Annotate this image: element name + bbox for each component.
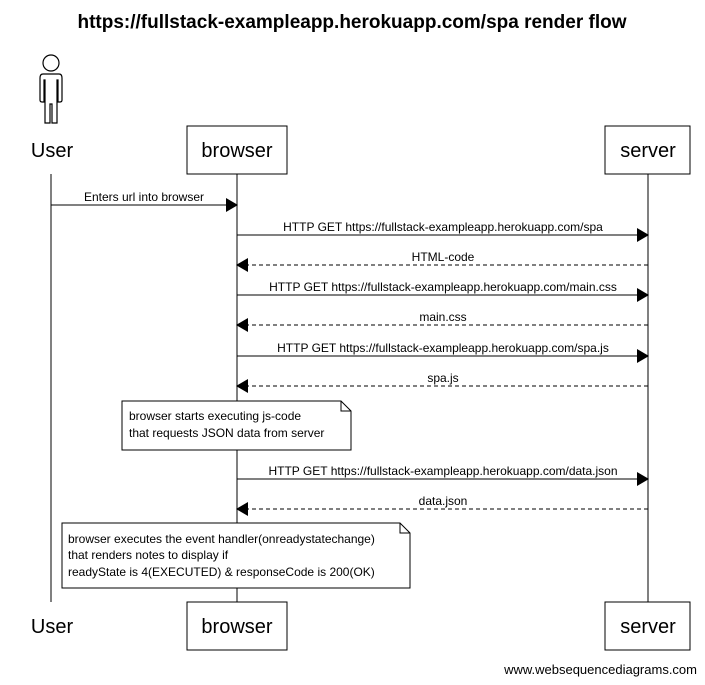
note-text-line: browser starts executing js-code xyxy=(129,409,301,423)
user-label-top: User xyxy=(31,140,74,162)
browser-box-bottom xyxy=(186,601,288,651)
server-box-bottom xyxy=(604,601,691,651)
message-label: HTTP GET https://fullstack-exampleapp.he… xyxy=(277,341,609,355)
server-box-top xyxy=(604,125,691,175)
note-box xyxy=(121,400,352,451)
diagram-title: https://fullstack-exampleapp.herokuapp.c… xyxy=(77,12,626,33)
message-label: HTML-code xyxy=(412,250,475,264)
browser-label-top: browser xyxy=(201,140,272,162)
watermark-link[interactable]: www.websequencediagrams.com xyxy=(503,662,697,677)
note-text-line: readyState is 4(EXECUTED) & responseCode… xyxy=(68,565,375,579)
note-text-line: that renders notes to display if xyxy=(68,548,229,562)
message-label: Enters url into browser xyxy=(84,190,204,204)
message-label: HTTP GET https://fullstack-exampleapp.he… xyxy=(269,280,617,294)
browser-box-top xyxy=(186,125,288,175)
note-box xyxy=(61,522,411,589)
note-text-line: that requests JSON data from server xyxy=(129,426,324,440)
user-label-bottom: User xyxy=(31,616,74,638)
user-actor-icon-top xyxy=(39,54,63,124)
note-text-line: browser executes the event handler(onrea… xyxy=(68,532,375,546)
server-label-top: server xyxy=(620,140,676,162)
message-label: spa.js xyxy=(427,371,458,385)
message-label: main.css xyxy=(419,310,466,324)
browser-label-bottom: browser xyxy=(201,616,272,638)
message-label: data.json xyxy=(419,494,468,508)
message-label: HTTP GET https://fullstack-exampleapp.he… xyxy=(283,220,603,234)
message-label: HTTP GET https://fullstack-exampleapp.he… xyxy=(268,464,617,478)
server-label-bottom: server xyxy=(620,616,676,638)
